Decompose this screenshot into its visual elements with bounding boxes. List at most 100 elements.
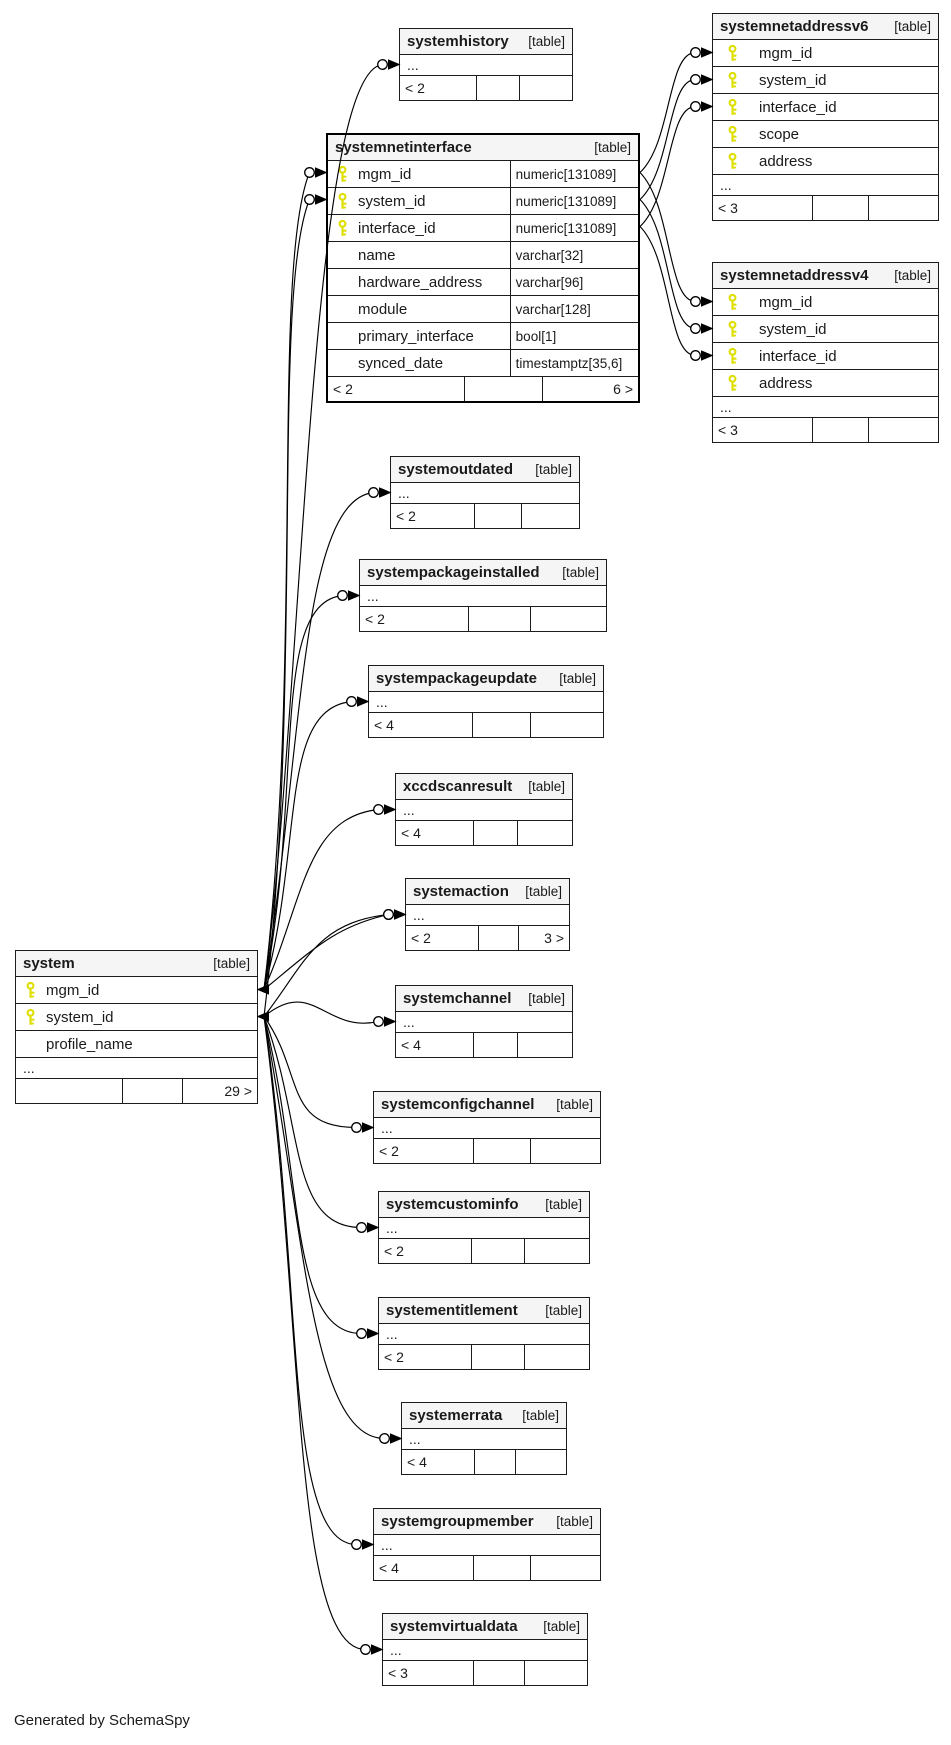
footer-mid: [474, 1450, 515, 1474]
table-systemcustominfo[interactable]: systemcustominfo[table]...< 2: [378, 1191, 590, 1264]
table-xccdscanresult[interactable]: xccdscanresult[table]...< 4: [395, 773, 573, 846]
table-header: xccdscanresult[table]: [396, 774, 572, 800]
table-systemhistory[interactable]: systemhistory[table]...< 2: [399, 28, 573, 101]
ellipsis-row: ...: [713, 397, 938, 418]
fk-connector-circle: [690, 296, 701, 307]
footer-right: 29 >: [182, 1079, 257, 1103]
footer-mid: [473, 1033, 517, 1057]
footer-right: [523, 1239, 589, 1263]
footer-mid: [475, 76, 519, 100]
ellipsis-label: ...: [376, 694, 388, 710]
column-name: address: [759, 374, 813, 392]
relationship-edge: [263, 1016, 362, 1229]
table-type-badge: [table]: [213, 956, 250, 971]
footer-mid: [473, 1556, 530, 1580]
table-footer: < 4: [369, 713, 603, 737]
footer-mid: [122, 1079, 182, 1103]
footer-left: < 2: [379, 1143, 399, 1159]
table-header: systemnetaddressv6[table]: [713, 14, 938, 40]
table-systemnetaddressv6[interactable]: systemnetaddressv6[table]mgm_id system_id…: [712, 13, 939, 221]
table-systemoutdated[interactable]: systemoutdated[table]...< 2: [390, 456, 580, 529]
table-systemchannel[interactable]: systemchannel[table]...< 4: [395, 985, 573, 1058]
footer-right: [517, 821, 572, 845]
footer-right: [517, 1033, 572, 1057]
footer-left: < 2: [411, 930, 431, 946]
pk-connector-arrow: [257, 984, 269, 995]
table-name: systemoutdated: [398, 461, 514, 478]
relationship-edge: [263, 913, 389, 1017]
table-type-badge: [table]: [525, 884, 562, 899]
fk-connector-circle: [356, 1328, 367, 1339]
footer-left: < 3: [388, 1665, 408, 1681]
fk-connector-circle: [690, 74, 701, 85]
ellipsis-label: ...: [409, 1431, 421, 1447]
table-systempackageupdate[interactable]: systempackageupdate[table]...< 4: [368, 665, 604, 738]
table-footer: < 4: [402, 1450, 566, 1474]
relationship-edge: [639, 78, 696, 200]
primary-key-icon: [338, 192, 347, 210]
primary-key-icon: [728, 44, 737, 62]
table-systempackageinstalled[interactable]: systempackageinstalled[table]...< 2: [359, 559, 607, 632]
table-name: systemconfigchannel: [381, 1096, 535, 1113]
ellipsis-row: ...: [374, 1535, 600, 1556]
table-name: systemnetinterface: [335, 139, 472, 156]
table-name: systemnetaddressv4: [720, 267, 869, 284]
generator-note: Generated by SchemaSpy: [14, 1712, 190, 1729]
table-name: systemgroupmember: [381, 1513, 534, 1530]
table-header: systemvirtualdata[table]: [383, 1614, 587, 1640]
table-type-badge: [table]: [528, 991, 565, 1006]
ellipsis-row: ...: [713, 175, 938, 196]
table-systemnetaddressv4[interactable]: systemnetaddressv4[table] mgm_id system_id…: [712, 262, 939, 443]
relationship-edge: [263, 1016, 385, 1440]
footer-left: < 2: [405, 80, 425, 96]
fk-connector-circle: [356, 1222, 367, 1233]
table-systemvirtualdata[interactable]: systemvirtualdata[table]...< 3: [382, 1613, 588, 1686]
column-name: system_id: [759, 71, 827, 89]
footer-right: [523, 1661, 587, 1685]
relationship-edge: [639, 172, 696, 303]
table-systementitlement[interactable]: systementitlement[table]...< 2: [378, 1297, 590, 1370]
pk-connector-arrow: [257, 1011, 269, 1022]
table-footer: < 3: [383, 1661, 587, 1685]
table-type-badge: [table]: [522, 1408, 559, 1423]
footer-mid: [472, 1661, 524, 1685]
table-type-badge: [table]: [594, 140, 631, 155]
footer-left: < 2: [333, 381, 353, 397]
column-name: system_id: [759, 320, 827, 338]
relationship-edge: [263, 1001, 379, 1024]
table-header: systemnetaddressv4[table]: [713, 263, 938, 289]
primary-key-icon: [338, 165, 347, 183]
relationship-edge: [263, 491, 374, 990]
table-header: systemerrata[table]: [402, 1403, 566, 1429]
ellipsis-label: ...: [386, 1220, 398, 1236]
table-systemerrata[interactable]: systemerrata[table]... < 4: [401, 1402, 567, 1475]
primary-key-icon: [26, 1008, 35, 1026]
column-row-profile_name: profile_name: [16, 1031, 257, 1058]
table-systemconfigchannel[interactable]: systemconfigchannel[table]...< 2: [373, 1091, 601, 1164]
fk-connector-circle: [304, 194, 315, 205]
footer-right: [529, 1139, 600, 1163]
primary-key-icon: [728, 98, 737, 116]
column-row-system_id: system_id: [713, 316, 938, 343]
pk-connector-arrow: [257, 1011, 269, 1022]
relationship-edge: [263, 172, 311, 990]
pk-connector-arrow: [257, 1011, 269, 1022]
table-systemgroupmember[interactable]: systemgroupmember[table]...< 4: [373, 1508, 601, 1581]
table-footer: < 2: [400, 76, 572, 100]
footer-mid: [473, 504, 521, 528]
table-header: systemgroupmember[table]: [374, 1509, 600, 1535]
footer-left: < 4: [401, 825, 421, 841]
column-row-mgm_id: mgm_id: [713, 40, 938, 67]
column-name: mgm_id: [358, 165, 412, 183]
table-type-badge: [table]: [545, 1303, 582, 1318]
column-name: mgm_id: [759, 293, 813, 311]
primary-key-icon: [728, 347, 737, 365]
table-name: systemaction: [413, 883, 509, 900]
footer-left: < 2: [396, 508, 416, 524]
